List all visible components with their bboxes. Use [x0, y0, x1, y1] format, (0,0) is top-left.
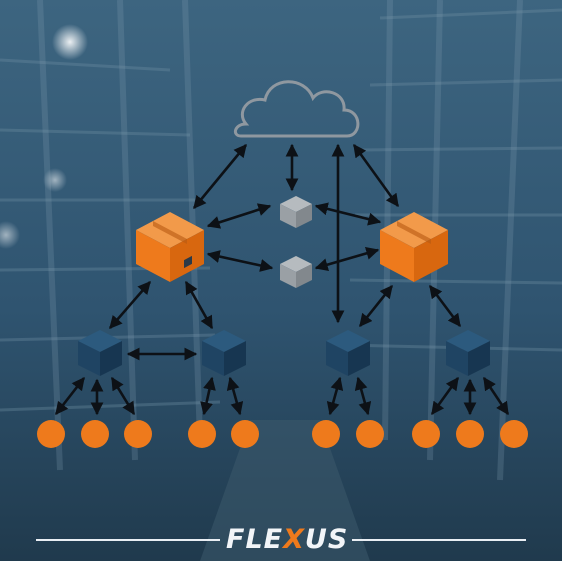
warehouse-box-icon	[380, 212, 448, 282]
endpoint-node	[456, 420, 484, 448]
footer-bar: FLEXUS	[0, 520, 562, 560]
hub-box-icon	[446, 330, 490, 376]
divider-right	[352, 539, 526, 541]
endpoint-node	[188, 420, 216, 448]
endpoint-node	[124, 420, 152, 448]
endpoint-node	[412, 420, 440, 448]
endpoint-node	[500, 420, 528, 448]
warehouse-box-icon	[136, 212, 204, 282]
hub-box-icon	[78, 330, 122, 376]
endpoint-node	[81, 420, 109, 448]
local-box-icon	[280, 256, 312, 288]
local-box-icon	[280, 196, 312, 228]
hub-box-icon	[202, 330, 246, 376]
network-diagram	[37, 80, 528, 448]
endpoint-node	[37, 420, 65, 448]
connection-arrows	[54, 143, 510, 416]
hub-box-icon	[326, 330, 370, 376]
endpoint-nodes	[37, 420, 528, 448]
endpoint-node	[356, 420, 384, 448]
divider-left	[36, 539, 220, 541]
endpoint-node	[312, 420, 340, 448]
cloud-icon	[233, 80, 360, 138]
endpoint-node	[231, 420, 259, 448]
flexus-logo: FLEXUS	[226, 524, 349, 555]
